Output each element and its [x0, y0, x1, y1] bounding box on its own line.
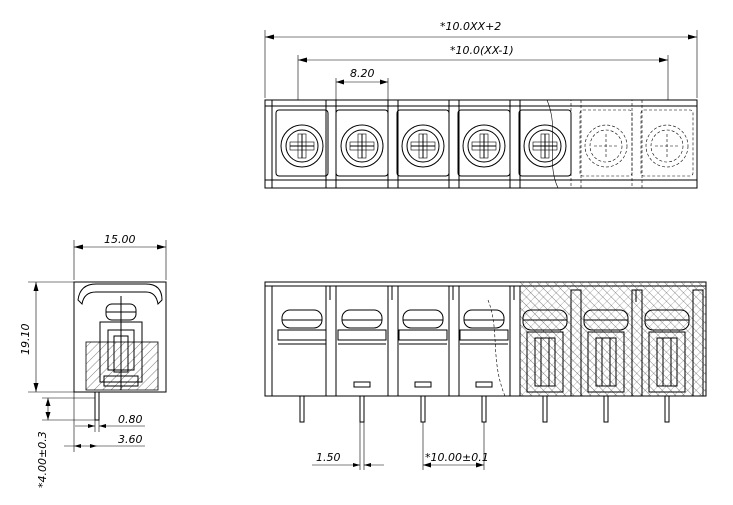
front-terminal — [277, 309, 327, 345]
pitch-span-dimension: *10.0(XX-1) — [297, 44, 669, 100]
pin-width-label: 0.80 — [118, 413, 143, 426]
pin-offset-dimension: 3.60 — [64, 392, 145, 452]
side-view: 15.00 19.10 0. — [19, 233, 167, 488]
front-terminal — [459, 309, 509, 388]
top-view: *10.0XX+2 *10.0(XX-1) 8.20 — [264, 20, 698, 189]
overall-length-dimension: *10.0XX+2 — [264, 20, 698, 98]
pin-pitch-label: *10.00±0.1 — [425, 451, 489, 464]
overall-length-label: *10.0XX+2 — [440, 20, 501, 33]
side-width-dimension: 15.00 — [73, 233, 167, 280]
top-screw — [335, 109, 389, 177]
front-view: 1.50 *10.00±0.1 — [264, 281, 707, 470]
pin-pitch-dimension: *10.00±0.1 — [422, 422, 489, 470]
front-terminal — [337, 309, 387, 388]
inner-pitch-label: 8.20 — [350, 67, 375, 80]
front-terminal — [398, 309, 448, 388]
top-screw-hidden — [640, 109, 694, 177]
pin-length-dimension: *4.00±0.3 — [36, 397, 95, 488]
side-height-dimension: 19.10 — [19, 281, 74, 393]
top-screw — [457, 109, 511, 177]
pin-spacing-small-dimension: 1.50 — [312, 422, 384, 470]
side-height-label: 19.10 — [19, 324, 32, 356]
pin-spacing-small-label: 1.50 — [316, 451, 341, 464]
pin-length-label: *4.00±0.3 — [36, 431, 49, 488]
front-terminal-section — [644, 309, 690, 393]
front-terminal-section — [522, 309, 568, 393]
top-screw-hidden — [579, 109, 633, 177]
front-terminal-section — [583, 309, 629, 393]
top-screw — [518, 109, 572, 177]
front-screw-posts — [329, 286, 637, 302]
top-screw — [275, 109, 329, 177]
pin-width-dimension: 0.80 — [75, 413, 145, 432]
front-pins — [299, 395, 670, 423]
top-screw — [396, 109, 450, 177]
inner-pitch-dimension: 8.20 — [335, 67, 389, 100]
front-barriers — [325, 285, 704, 397]
side-width-label: 15.00 — [104, 233, 136, 246]
pin-offset-label: 3.60 — [118, 433, 143, 446]
pitch-span-label: *10.0(XX-1) — [450, 44, 514, 57]
